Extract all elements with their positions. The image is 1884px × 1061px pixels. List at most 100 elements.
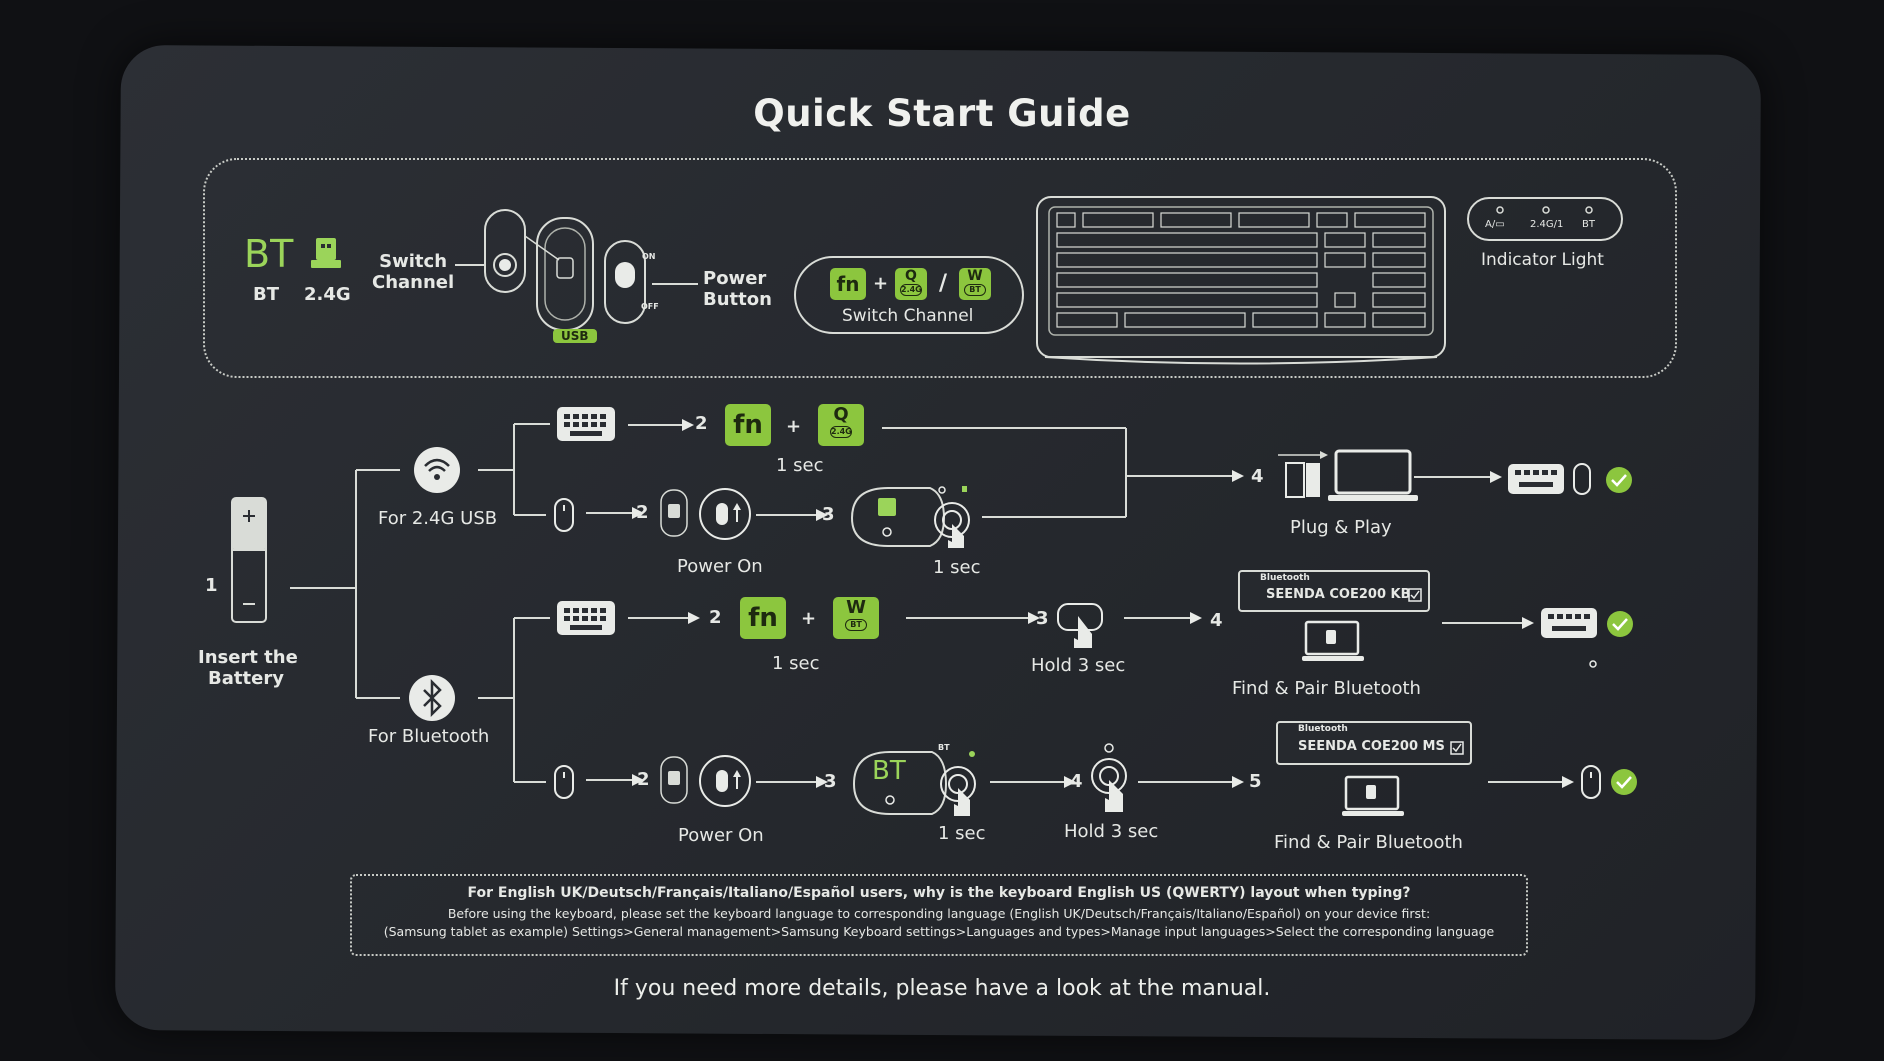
combo-slash: / [939, 271, 948, 296]
usb-kb-key-fn: fn [725, 404, 771, 446]
bt-ms-laptop-icon [1342, 775, 1404, 816]
bt-ms-1sec: 1 sec [938, 823, 986, 844]
usb-label: 2.4G [304, 284, 351, 305]
note-body-2: (Samsung tablet as example) Settings>Gen… [383, 924, 1495, 939]
usb-kb-plus: + [786, 416, 802, 437]
battery-icon [231, 497, 267, 623]
bt-kb-step-2: 2 [709, 607, 722, 628]
bt-ms-step-2: 2 [637, 769, 650, 790]
bt-ms-done-icons [1581, 765, 1637, 799]
bt-tag-small: BT [938, 743, 950, 752]
usb-kb-key-q: Q 2.4G [818, 404, 864, 446]
page-title: Quick Start Guide [753, 92, 1131, 135]
bt-card-kb-device: SEENDA COE200 KB [1266, 587, 1411, 602]
combo-plus: + [873, 273, 889, 294]
insert-battery-line2: Battery [208, 668, 284, 689]
bt-kb-1sec: 1 sec [772, 653, 820, 674]
usb-power-on-label: Power On [677, 556, 763, 577]
power-button-label: Power Button [703, 268, 772, 310]
note-body-1: Before using the keyboard, please set th… [447, 906, 1431, 921]
usb-ms-step-3: 3 [822, 504, 835, 525]
usb-kb-key-q-sub: 2.4G [830, 426, 852, 438]
usb-dongle-icon [311, 238, 341, 268]
key-q-letter: Q [905, 268, 917, 284]
switch-channel-line1: Switch [379, 251, 448, 272]
key-q-sub: 2.4G [900, 284, 922, 296]
bt-label: BT [253, 284, 279, 305]
indicator-bt: BT [1582, 219, 1595, 230]
bt-ms-hold-label: Hold 3 sec [1064, 821, 1159, 842]
bt-kb-hold-icon [1057, 603, 1103, 648]
key-w-letter: W [967, 268, 983, 284]
mouse-power-on-icon-usb [660, 488, 751, 540]
bt-power-on-label: Power On [678, 825, 764, 846]
bt-ms-hold-icon [1091, 743, 1127, 812]
usb-done-icons [1508, 463, 1632, 495]
mouse-icon-bt [554, 765, 574, 799]
bt-kb-plus: + [801, 608, 817, 629]
bt-kb-step-4: 4 [1210, 610, 1223, 631]
usb-tag: USB [553, 329, 597, 343]
off-label: OFF [641, 302, 659, 311]
bt-device-card-kb: Bluetooth SEENDA COE200 KB [1238, 570, 1430, 612]
usb-kb-step-2: 2 [695, 413, 708, 434]
key-w-bt: W BT [959, 268, 991, 300]
power-button-line2: Button [703, 289, 772, 310]
wifi-icon [414, 447, 460, 493]
indicator-dots [1496, 206, 1593, 214]
switch-channel-pill [794, 256, 1024, 334]
usb-kb-key-q-letter: Q [833, 404, 849, 425]
bt-key-label: BT [872, 756, 906, 786]
header-panel [203, 158, 1677, 378]
keyboard-icon-bt [557, 601, 615, 635]
switch-channel-label: Switch Channel [372, 251, 454, 293]
bt-card-kb-check-icon [1408, 588, 1422, 602]
switch-channel-caption: Switch Channel [842, 306, 974, 326]
usb-ms-step-2: 2 [636, 502, 649, 523]
bt-kb-key-w-letter: W [846, 597, 866, 618]
bt-card-ms-device: SEENDA COE200 MS [1298, 739, 1445, 754]
language-note-box: For English UK/Deutsch/Français/Italiano… [350, 874, 1528, 956]
bt-ms-step-4: 4 [1070, 771, 1083, 792]
on-label: ON [642, 252, 656, 261]
bt-kb-key-fn: fn [740, 597, 786, 639]
usb-kb-1sec: 1 sec [776, 455, 824, 476]
indicator-light-label: Indicator Light [1481, 250, 1604, 270]
insert-battery-line1: Insert the [198, 647, 298, 668]
bt-card-ms-header: Bluetooth [1298, 724, 1348, 734]
mouse-power-on-icon-bt [660, 755, 751, 807]
bt-device-card-ms: Bluetooth SEENDA COE200 MS [1276, 721, 1472, 765]
for-bluetooth-label: For Bluetooth [368, 726, 490, 747]
mouse-icon-usb [554, 498, 574, 532]
insert-battery-label: Insert the Battery [198, 647, 298, 689]
bt-pair-button-icon [852, 751, 976, 816]
switch-channel-line2: Channel [372, 272, 455, 293]
bt-kb-done-icons [1541, 608, 1633, 668]
power-arrow [652, 283, 698, 285]
bt-card-kb-header: Bluetooth [1260, 573, 1310, 583]
bt-ms-step-3: 3 [824, 771, 837, 792]
footer-text: If you need more details, please have a … [613, 976, 1271, 1001]
usb-ms-1sec: 1 sec [933, 557, 981, 578]
bt-ms-find-pair-label: Find & Pair Bluetooth [1274, 832, 1463, 853]
bt-kb-laptop-icon [1302, 620, 1364, 661]
bt-kb-key-w: W BT [833, 597, 879, 639]
plug-play-icon [1278, 449, 1418, 501]
plug-play-label: Plug & Play [1290, 517, 1392, 538]
indicator-a: A/▭ [1485, 219, 1505, 230]
key-fn: fn [830, 268, 866, 300]
bt-kb-step-3: 3 [1036, 608, 1049, 629]
bt-kb-hold-label: Hold 3 sec [1031, 655, 1126, 676]
bt-kb-key-w-sub: BT [845, 619, 867, 631]
keyboard-icon-usb [557, 407, 615, 441]
step-1-number: 1 [205, 575, 218, 596]
key-q-24g: Q 2.4G [895, 268, 927, 300]
bt-symbol: BT [244, 232, 294, 276]
usb-step-4: 4 [1251, 466, 1264, 487]
for-24g-usb-label: For 2.4G USB [378, 508, 498, 529]
indicator-pill [1467, 197, 1623, 241]
indicator-24g: 2.4G/1 [1530, 219, 1564, 230]
key-w-sub: BT [964, 284, 986, 296]
usb-pair-button-icon [850, 486, 970, 548]
bt-card-ms-check-icon [1450, 741, 1464, 755]
